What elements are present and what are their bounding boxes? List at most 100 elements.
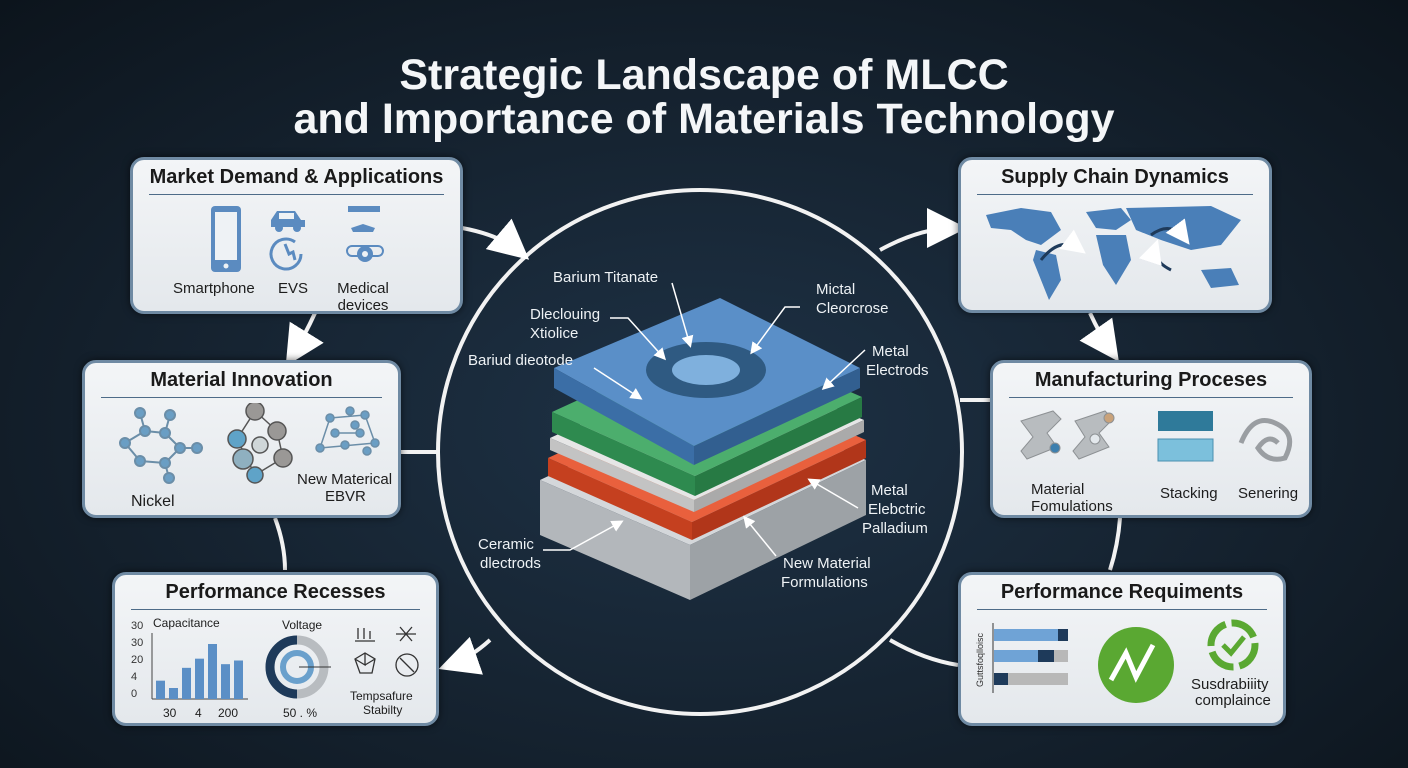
temperature-icons xyxy=(354,626,419,677)
label-stacking: Stacking xyxy=(1160,485,1218,502)
divider xyxy=(131,609,420,610)
world-map-icon xyxy=(986,206,1241,300)
supply-chain-title: Supply Chain Dynamics xyxy=(1001,166,1229,188)
title-line-2: and Importance of Materials Technology xyxy=(293,95,1115,143)
supply-chain-card: Supply Chain Dynamics xyxy=(958,157,1272,313)
temp-label: Tempsafure xyxy=(350,689,413,703)
label-new-material-2: Formulations xyxy=(781,574,868,591)
capacitance-bar xyxy=(182,667,191,699)
label-dleclouing: Dleclouing xyxy=(530,306,601,323)
performance-requirements-card: Performance Requiments Guttsfoqlloisc Su… xyxy=(958,572,1286,726)
line-innovation-to-performance xyxy=(273,517,287,571)
smartphone-icon xyxy=(211,206,241,272)
label-mictal: Mictal xyxy=(816,281,856,298)
new-material-molecule-icon xyxy=(315,406,380,456)
label-nickel: Nickel xyxy=(131,493,175,510)
arrow-market-to-innovation xyxy=(285,312,324,367)
y-tick: 4 xyxy=(131,671,138,683)
label-evs: EVS xyxy=(278,280,309,297)
label-fomulations: Fomulations xyxy=(1031,498,1113,515)
line-center-to-requirements xyxy=(889,638,959,667)
formulation-parts-icon xyxy=(1020,410,1115,460)
label-ceramic-2: dlectrods xyxy=(480,555,541,572)
thermal-icon xyxy=(395,653,419,677)
label-ceramic: Ceramic xyxy=(478,536,534,553)
blue-top-layer xyxy=(554,298,860,465)
crystal-molecule-icon xyxy=(227,403,293,484)
performance-requirements-title: Performance Requiments xyxy=(1000,581,1244,603)
capacitance-bar xyxy=(221,664,230,699)
material-innovation-title: Material Innovation xyxy=(150,369,333,391)
requirements-bar-chart xyxy=(992,623,1068,693)
car-icon xyxy=(271,211,305,232)
growth-check-icon xyxy=(1098,627,1174,703)
compliance-label: complaince xyxy=(1195,692,1271,709)
manufacturing-card: Manufacturing Proceses Material Fomulati… xyxy=(990,360,1312,518)
capacitance-label: Capacitance xyxy=(153,616,220,630)
label-smartphone: Smartphone xyxy=(173,280,255,297)
label-ebvr: EBVR xyxy=(325,488,366,505)
divider xyxy=(1009,397,1293,398)
title-line-1: Strategic Landscape of MLCC xyxy=(399,51,1009,99)
x-tick-1: 4 xyxy=(195,706,202,720)
capacitance-bar-chart xyxy=(151,633,248,700)
y-tick: 30 xyxy=(131,637,144,649)
charging-icon xyxy=(269,237,303,271)
divider xyxy=(977,194,1253,195)
divider xyxy=(149,194,444,195)
label-medical-devices: Medical devices xyxy=(337,280,389,314)
cube-icon xyxy=(354,652,376,674)
material-innovation-card: Material Innovation Nickel New Materical… xyxy=(82,360,401,518)
stability-label: Stabilty xyxy=(363,703,403,717)
label-metal-electric-2: Elebctric xyxy=(868,501,926,518)
capacitance-bar xyxy=(208,644,217,699)
application-icons xyxy=(211,206,384,272)
market-demand-title: Market Demand & Applications xyxy=(149,166,444,188)
label-bariud-dieotode: Bariud dieotode xyxy=(468,352,574,369)
voltage-label: Voltage xyxy=(282,618,323,632)
sintering-icon xyxy=(1238,418,1293,462)
label-metal-electrods: Metal xyxy=(872,343,909,360)
voltage-value: 50 . % xyxy=(283,706,318,720)
arrow-market-to-center xyxy=(461,218,530,260)
medical-device-icon xyxy=(346,206,384,262)
network-icon xyxy=(396,626,416,642)
molecule-icons xyxy=(119,403,380,484)
label-new-materical: New Materical xyxy=(297,471,393,488)
stacking-icon xyxy=(1157,411,1214,462)
sustainability-label: Susdrabiiity xyxy=(1191,676,1269,693)
voltage-gauge xyxy=(265,635,331,699)
label-dleclouing-2: Xtiolice xyxy=(530,325,579,342)
capacitance-bar xyxy=(195,658,204,699)
arrow-center-to-recesses xyxy=(438,636,492,675)
label-material: Material xyxy=(1031,481,1085,498)
sustainability-check-icon xyxy=(1207,619,1259,671)
market-demand-card: Market Demand & Applications Smartphone … xyxy=(130,157,463,314)
line-manufacturing-to-requirements xyxy=(1108,517,1122,571)
label-senering: Senering xyxy=(1238,485,1299,502)
y-tick: 30 xyxy=(131,620,144,632)
divider xyxy=(977,609,1267,610)
process-icons xyxy=(1020,410,1293,462)
manufacturing-title: Manufacturing Proceses xyxy=(1034,369,1268,391)
label-new-material: New Material xyxy=(783,555,871,572)
requirements-axis-label: Guttsfoqlloisc xyxy=(975,632,985,687)
capacitance-bar xyxy=(156,680,165,699)
label-mictal-2: Cleorcrose xyxy=(816,300,889,317)
y-tick: 20 xyxy=(131,654,144,666)
performance-recesses-card: Performance Recesses Capacitance 30 30 20 4… xyxy=(112,572,439,726)
circuit-icon xyxy=(355,628,375,642)
label-metal-electrods-2: Electrods xyxy=(866,362,929,379)
nickel-molecule-icon xyxy=(119,407,203,484)
x-tick-2: 200 xyxy=(218,706,239,720)
x-tick-0: 30 xyxy=(163,706,177,720)
arrow-supply-to-manufacturing xyxy=(1079,312,1119,362)
label-palladium: Palladium xyxy=(862,520,928,537)
label-barium-titanate: Barium Titanate xyxy=(553,269,659,286)
capacitance-bar xyxy=(234,660,243,699)
performance-recesses-title: Performance Recesses xyxy=(165,581,386,603)
arrow-center-to-supply xyxy=(879,208,967,252)
mlcc-layer-stack xyxy=(540,298,866,600)
divider xyxy=(101,397,382,398)
